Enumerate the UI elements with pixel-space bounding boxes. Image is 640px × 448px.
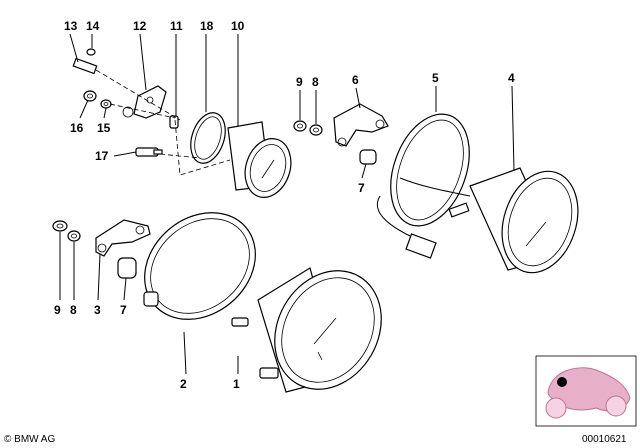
callout-7-lower: 7	[120, 303, 127, 317]
washer-8-lower[interactable]	[67, 230, 81, 242]
speedo-group	[52, 191, 402, 408]
tachometer-4[interactable]	[448, 161, 590, 282]
callout-6: 6	[352, 73, 359, 87]
wiring-connector[interactable]	[376, 177, 471, 259]
bracket-6[interactable]	[333, 103, 389, 147]
callout-8-upper: 8	[312, 75, 319, 89]
spacer-7-lower[interactable]	[117, 257, 137, 279]
callout-9-lower: 9	[54, 303, 61, 317]
callout-16: 16	[70, 121, 84, 135]
motorcycle-locator-icon	[535, 355, 637, 427]
callout-7-upper: 7	[358, 181, 365, 195]
gauge-10[interactable]	[227, 121, 298, 203]
callout-2: 2	[180, 377, 187, 391]
spacer-7-upper[interactable]	[359, 149, 377, 165]
callout-8-lower: 8	[70, 303, 77, 317]
mounting-ring-2[interactable]	[123, 191, 277, 342]
callout-9-upper: 9	[296, 75, 303, 89]
trim-ring-5[interactable]	[376, 103, 483, 237]
washer-15[interactable]	[100, 99, 112, 109]
diagram-number: 00010621	[582, 434, 627, 445]
speedometer-1[interactable]	[231, 251, 402, 408]
copyright-text: © BMW AG	[4, 434, 55, 445]
callout-5: 5	[432, 71, 439, 85]
callout-4: 4	[508, 71, 515, 85]
pin-17[interactable]	[135, 147, 163, 157]
callout-18: 18	[200, 19, 214, 33]
callout-14: 14	[86, 19, 100, 33]
callout-1: 1	[233, 377, 240, 391]
callout-3: 3	[94, 303, 101, 317]
right-gauge-group	[293, 103, 590, 282]
washer-9-upper[interactable]	[293, 120, 307, 132]
small-gauge-group	[72, 48, 298, 203]
callout-12: 12	[133, 19, 147, 33]
callout-17: 17	[95, 149, 109, 163]
trim-ring-18[interactable]	[185, 108, 232, 167]
nut-14[interactable]	[86, 48, 96, 56]
bolt-13[interactable]	[72, 57, 98, 75]
leader-lines	[59, 33, 515, 375]
callout-13: 13	[64, 19, 78, 33]
washer-8-upper[interactable]	[309, 124, 323, 136]
callout-15: 15	[97, 121, 111, 135]
callout-labels: 13 14 12 11 18 10 16 15 17 9 8 6 5 4 7 9…	[54, 19, 515, 391]
bracket-3[interactable]	[95, 219, 151, 257]
grommet-16[interactable]	[83, 90, 97, 102]
callout-11: 11	[170, 19, 183, 33]
washer-9-lower[interactable]	[52, 220, 68, 232]
callout-10: 10	[231, 19, 245, 33]
bracket-12[interactable]	[122, 85, 167, 119]
